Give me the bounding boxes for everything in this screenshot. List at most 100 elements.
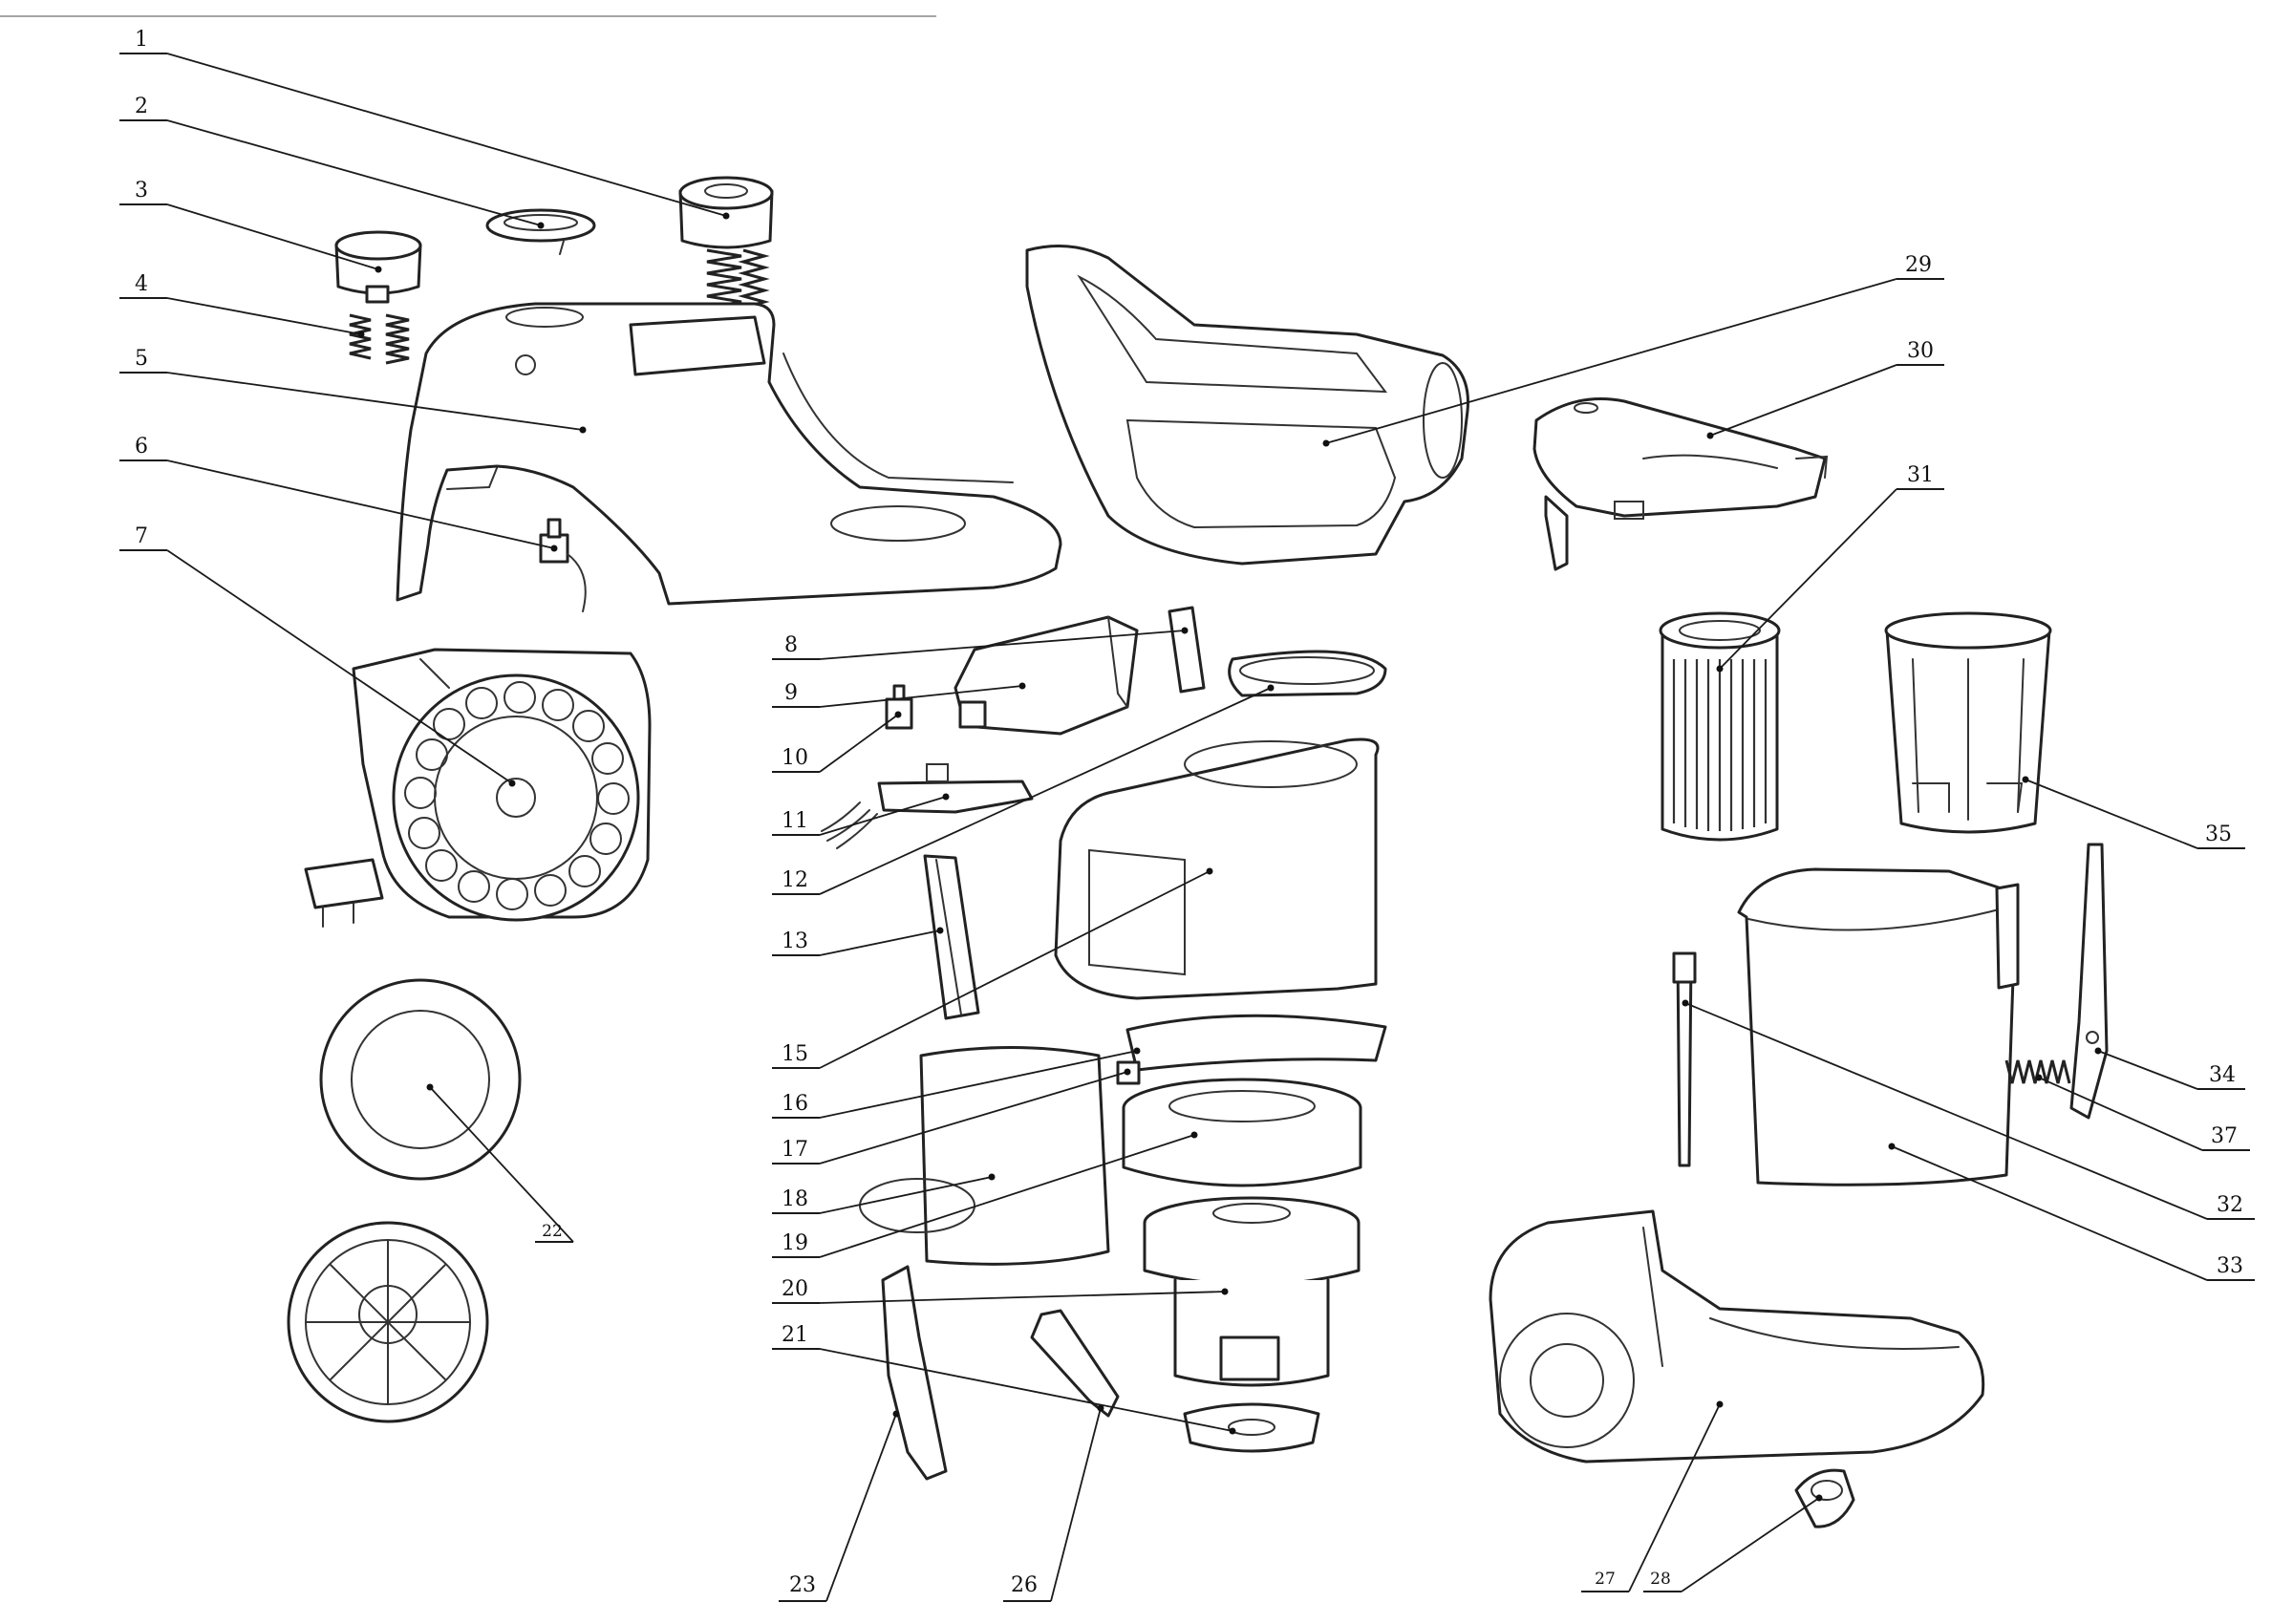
callout-number-7: 7 [135, 524, 148, 548]
callout-leader-line [166, 549, 513, 784]
callout-number-2: 2 [135, 95, 148, 118]
callout-number-4: 4 [135, 272, 148, 296]
part-35-filter-cage [1884, 611, 2052, 834]
callout-leader-line [1681, 1497, 1820, 1592]
callout-leader-line [429, 1086, 574, 1243]
callout-endpoint [1181, 627, 1189, 634]
callout-endpoint [1682, 999, 1689, 1007]
part-8-seal [1168, 606, 1206, 694]
part-34-latch [2069, 843, 2109, 1120]
part-16-ring-seal [1125, 1014, 1387, 1072]
part-13-side-panel [923, 854, 980, 1020]
callout-leader-line [819, 1050, 1138, 1119]
callout-number-21: 21 [782, 1323, 808, 1347]
callout-number-32: 32 [2217, 1193, 2243, 1217]
callout-10: 10 [772, 711, 902, 773]
callout-number-20: 20 [782, 1277, 808, 1301]
callout-21: 21 [772, 1323, 1236, 1435]
callout-endpoint [579, 426, 587, 434]
callout-5: 5 [119, 347, 587, 434]
callout-number-33: 33 [2217, 1254, 2243, 1278]
callout-number-29: 29 [1905, 253, 1932, 277]
callout-number-16: 16 [782, 1092, 808, 1116]
part-12-gasket-ring [1228, 650, 1387, 697]
callout-number-30: 30 [1907, 339, 1934, 363]
callout-number-1: 1 [135, 28, 148, 52]
callout-endpoint [1716, 665, 1724, 673]
part-37-spring [2004, 1059, 2071, 1084]
callout-number-10: 10 [782, 746, 808, 770]
callout-number-27: 27 [1595, 1570, 1616, 1589]
callout-endpoint [537, 222, 545, 229]
callout-leader-line [1891, 1145, 2208, 1281]
callout-endpoint [1221, 1288, 1229, 1295]
callout-leader-line [1050, 1407, 1102, 1602]
callout-number-5: 5 [135, 347, 148, 371]
callout-leader-line [819, 870, 1211, 1069]
callout-number-13: 13 [782, 930, 808, 953]
callout-leader-line [1684, 1002, 2208, 1220]
part-31-pleated-filter [1659, 611, 1781, 842]
pleats [1672, 659, 1768, 831]
callout-20: 20 [772, 1277, 1229, 1304]
callout-leader-line [166, 459, 555, 549]
part-33-dust-bin [1737, 867, 2020, 1186]
callout-leader-line [819, 685, 1023, 708]
part-6-switch [539, 518, 587, 612]
callout-13: 13 [772, 927, 944, 956]
callout-endpoint [1322, 439, 1330, 447]
callout-number-26: 26 [1011, 1573, 1038, 1597]
callout-endpoint [1097, 1404, 1104, 1412]
callout-endpoint [1888, 1143, 1896, 1150]
callout-endpoint [2094, 1047, 2102, 1055]
callout-6: 6 [119, 435, 558, 552]
callout-leader-line [819, 630, 1186, 660]
callout-leader-line [166, 372, 584, 431]
callout-leader-line [166, 119, 542, 226]
callout-16: 16 [772, 1047, 1141, 1119]
callout-endpoint [2022, 776, 2029, 783]
callout-18: 18 [772, 1173, 996, 1214]
callout-endpoint [1124, 1068, 1131, 1076]
callout-endpoint [988, 1173, 996, 1181]
callout-endpoint [508, 780, 516, 787]
callout-endpoint [375, 266, 382, 273]
callout-endpoint [1706, 432, 1714, 439]
callout-leader-line [166, 297, 362, 335]
callout-9: 9 [772, 681, 1026, 708]
callout-leader-line [819, 1291, 1226, 1304]
part-28-wheel [1794, 1468, 1855, 1528]
part-7-cord-reel [304, 648, 652, 928]
callout-endpoint [942, 793, 950, 801]
callout-leader-line [2025, 779, 2198, 849]
part-29-handle-frame [1025, 245, 1469, 566]
callout-number-12: 12 [782, 868, 808, 892]
callout-8: 8 [772, 627, 1189, 660]
callout-leader-line [1709, 364, 1897, 437]
callout-endpoint [2035, 1074, 2043, 1081]
callout-leader-line [1628, 1403, 1721, 1592]
callout-number-34: 34 [2209, 1063, 2236, 1087]
callout-1: 1 [119, 28, 730, 220]
callout-endpoint [550, 545, 558, 552]
callout-leader-line [819, 1071, 1128, 1165]
callout-leader-line [819, 1134, 1195, 1258]
callout-number-9: 9 [784, 681, 798, 705]
callout-4: 4 [119, 272, 365, 338]
callout-leader-line [819, 1348, 1233, 1432]
part-4-springs [349, 313, 410, 365]
part-15-cyclone-housing [1054, 737, 1380, 1000]
callout-number-19: 19 [782, 1231, 808, 1255]
callout-15: 15 [772, 867, 1213, 1069]
callout-leader-line [819, 796, 947, 836]
callout-33: 33 [1888, 1143, 2255, 1281]
part-20-motor [1143, 1196, 1361, 1387]
callout-endpoint [1206, 867, 1213, 875]
callout-endpoint [426, 1083, 434, 1091]
callout-22: 22 [426, 1083, 574, 1243]
callout-3: 3 [119, 179, 382, 273]
callout-endpoint [1190, 1131, 1198, 1139]
callout-11: 11 [772, 793, 950, 836]
